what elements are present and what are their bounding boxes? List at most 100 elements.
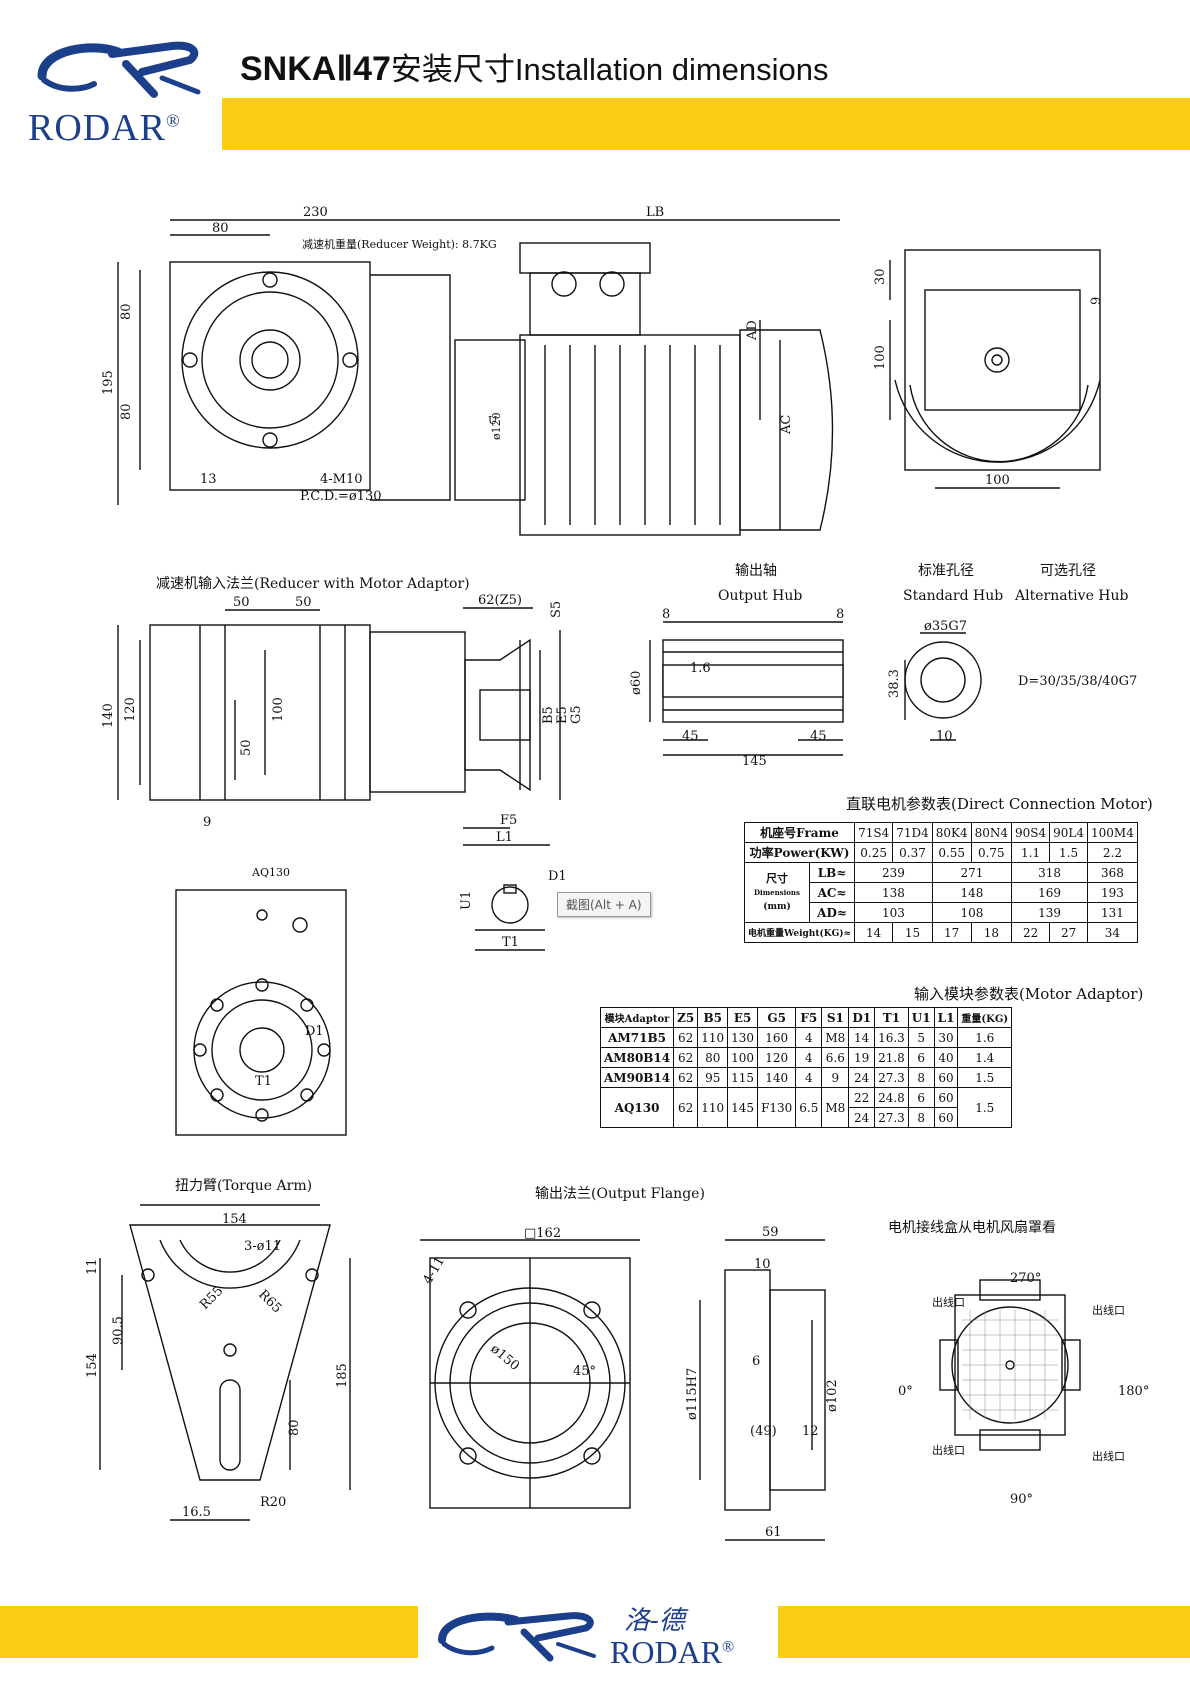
brand-name: RODAR	[28, 107, 167, 149]
table-cell: 21.8	[874, 1047, 909, 1068]
table-cell: 4	[795, 1027, 823, 1048]
table-cell: 160	[757, 1027, 797, 1048]
table-cell: 22	[848, 1087, 876, 1108]
side-view-housing	[904, 249, 1101, 471]
table-cell: 8	[907, 1067, 935, 1088]
table-cell: 1.5	[957, 1087, 1013, 1128]
table-cell: M8	[821, 1027, 850, 1048]
table-cell: 108	[931, 902, 1013, 923]
table-cell: 120	[757, 1047, 797, 1068]
dim-165: 16.5	[182, 1505, 211, 1520]
alt-hub-en: Alternative Hub	[1014, 588, 1129, 604]
footer-bar-right	[778, 1606, 1190, 1658]
dim-b5: B5	[541, 706, 556, 724]
dim-6: 6	[752, 1354, 760, 1369]
table-header: S1	[821, 1007, 850, 1028]
dim-label-unit: (mm)	[763, 901, 791, 912]
header-bar	[222, 98, 1190, 150]
table-cell: 239	[854, 862, 933, 883]
power-label: 功率Power(KW)	[743, 842, 856, 863]
dim-100-adaptor: 100	[271, 697, 286, 722]
table-cell: 62	[673, 1027, 699, 1048]
table-cell: 40	[933, 1047, 959, 1068]
table-cell: M8	[821, 1087, 850, 1128]
reducer-weight: 减速机重量(Reducer Weight): 8.7KG	[302, 237, 497, 251]
table-cell: AM71B5	[599, 1027, 675, 1048]
rodar-logo-icon	[37, 41, 201, 98]
table-cell: 138	[854, 882, 933, 903]
registered-mark: ®	[166, 110, 181, 131]
table-row: 24 27.3 8 60	[601, 1107, 1012, 1128]
table-cell: 169	[1011, 882, 1089, 903]
dim-80-b: 80	[119, 403, 134, 420]
table-cell: 140	[757, 1067, 797, 1088]
table-cell: 1.5	[1049, 842, 1089, 863]
dim-30: 30	[873, 268, 888, 285]
dim-49: (49)	[750, 1424, 777, 1439]
dim-45-deg: 45°	[573, 1364, 596, 1379]
table-cell: 100M4	[1087, 822, 1138, 843]
rodar-logo: RODAR®	[22, 28, 212, 149]
frame-label: 机座号Frame	[743, 822, 856, 843]
table-cell: 139	[1011, 902, 1089, 923]
dim-16: 1.6	[690, 661, 711, 676]
table-cell: 18	[970, 922, 1013, 943]
reducer-bore	[251, 341, 289, 379]
reducer-bore-mid	[201, 291, 339, 429]
table-row: AM71B5 62 110 130 160 4 M8 14 16.3 5 30 …	[599, 1027, 1013, 1048]
dim-8b: 8	[836, 607, 844, 622]
aq-t1: T1	[255, 1074, 272, 1089]
dim-120: ø120	[490, 412, 503, 440]
standard-hub-circle	[904, 641, 982, 719]
adaptor-caption: 减速机输入法兰(Reducer with Motor Adaptor)	[156, 576, 470, 592]
ad-label: AD≈	[808, 902, 856, 923]
dim-4-11: 4-11	[420, 1254, 448, 1287]
table-cell: 368	[1087, 862, 1138, 883]
deg-90: 90°	[1010, 1492, 1033, 1507]
dim-13: 13	[200, 472, 217, 487]
table-cell: 6.6	[821, 1047, 850, 1068]
motor-table-caption: 直联电机参数表(Direct Connection Motor)	[846, 795, 1153, 813]
motor-fan-cover	[739, 329, 834, 531]
motor-table: 机座号Frame 71S4 71D4 80K4 80N4 90S4 90L4 1…	[743, 822, 1138, 943]
dim-10-flange: 10	[754, 1257, 771, 1272]
table-cell: 71S4	[854, 822, 894, 843]
table-cell: 1.1	[1011, 842, 1051, 863]
table-cell: 1.4	[957, 1047, 1013, 1068]
output-flange-caption: 输出法兰(Output Flange)	[535, 1186, 705, 1202]
dim-35: ø35G7	[924, 619, 967, 634]
dim-r65: R65	[255, 1287, 284, 1316]
table-cell: 271	[931, 862, 1013, 883]
table-cell: 34	[1087, 922, 1138, 943]
technical-drawing: 230 LB 80 减速机重量(Reducer Weight): 8.7KG 8…	[85, 205, 1149, 1541]
dim-80-a: 80	[119, 303, 134, 320]
dim-lb: LB	[646, 205, 664, 220]
table-cell: 4	[795, 1067, 823, 1088]
dim-230: 230	[303, 205, 328, 220]
table-header: T1	[874, 1007, 909, 1028]
pcd-spec: P.C.D.=ø130	[300, 489, 382, 504]
dim-8a: 8	[662, 607, 670, 622]
table-cell: 110	[697, 1087, 729, 1128]
table-header: F5	[795, 1007, 823, 1028]
table-header: 重量(KG)	[957, 1007, 1013, 1028]
table-header: B5	[697, 1007, 729, 1028]
footer-brand-wrap: RODAR®	[610, 1634, 734, 1671]
dim-e5: E5	[555, 706, 570, 724]
table-cell: 2.2	[1087, 842, 1138, 863]
table-cell: 71D4	[892, 822, 933, 843]
dim-195: 195	[101, 370, 116, 395]
table-cell: 14	[848, 1027, 876, 1048]
footer-bar-left	[0, 1606, 418, 1658]
table-cell: 27.3	[874, 1107, 909, 1128]
table-cell: 80N4	[970, 822, 1013, 843]
table-cell: 8	[907, 1107, 935, 1128]
dim-l1: L1	[496, 830, 513, 845]
dim-45b: 45	[810, 729, 827, 744]
table-cell: 0.25	[854, 842, 894, 863]
deg-180: 180°	[1118, 1384, 1149, 1399]
table-cell: 148	[931, 882, 1013, 903]
dim-59: 59	[762, 1225, 779, 1240]
dim-label-en: Dimensions	[753, 887, 800, 897]
footer-logo-icon	[438, 1612, 596, 1662]
